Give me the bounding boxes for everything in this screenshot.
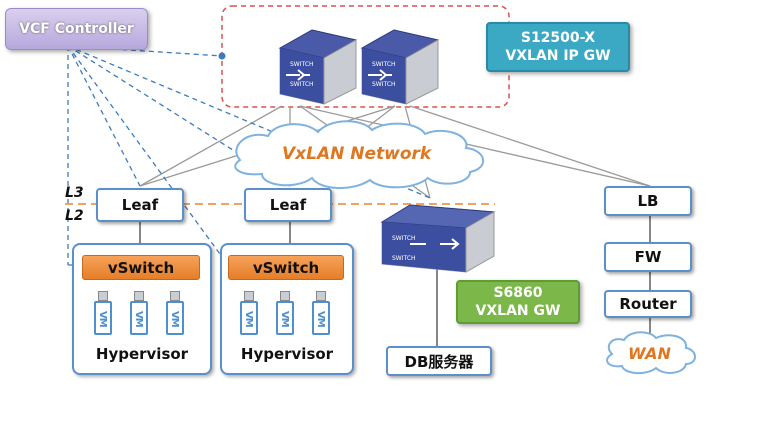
wan-cloud-shape [606, 331, 696, 374]
router-node: Router [604, 290, 692, 318]
core-switch-graphic: SWITCH SWITCH SWITCH SWITCH [278, 29, 440, 105]
vswitch-label: vSwitch [252, 258, 320, 277]
hypervisor-host-2: vSwitch VM VM VM Hypervisor [220, 243, 354, 375]
leaf-label: Leaf [269, 196, 307, 214]
svg-text:SWITCH: SWITCH [372, 61, 396, 68]
vcf-controller-label: VCF Controller [19, 21, 134, 37]
fw-node: FW [604, 242, 692, 272]
lb-node: LB [604, 186, 692, 216]
layer2-label: L2 [65, 208, 84, 224]
vm-icon: VM [276, 301, 294, 335]
vswitch-1: vSwitch [82, 255, 200, 280]
svg-text:SWITCH: SWITCH [290, 81, 314, 88]
vm-icon: VM [94, 301, 112, 335]
router-label: Router [619, 295, 677, 313]
hypervisor-label: Hypervisor [240, 345, 334, 363]
svg-text:SWITCH: SWITCH [392, 255, 416, 262]
core-gateway-label-box: S12500-X VXLAN IP GW [486, 22, 630, 72]
leaf-node-2: Leaf [244, 188, 332, 222]
db-server-label: DB服务器 [404, 352, 474, 371]
vm-icon: VM [166, 301, 184, 335]
lb-label: LB [637, 192, 659, 210]
svg-text:SWITCH: SWITCH [392, 235, 416, 242]
l2-gateway-role: VXLAN GW [475, 303, 561, 319]
hypervisor-host-1: vSwitch VM VM VM Hypervisor [72, 243, 212, 375]
l2-gateway-label-box: S6860 VXLAN GW [456, 280, 580, 324]
l2-gateway-model: S6860 [493, 285, 543, 301]
leaf-node-1: Leaf [96, 188, 184, 222]
l2-gateway-switch-graphic: SWITCH SWITCH [380, 204, 496, 273]
leaf-label: Leaf [121, 196, 159, 214]
vxlan-cloud-shape [234, 120, 484, 190]
core-gateway-model: S12500-X [520, 30, 596, 46]
svg-text:SWITCH: SWITCH [290, 61, 314, 68]
layer3-label: L3 [65, 185, 84, 201]
vcf-controller-node: VCF Controller [5, 8, 148, 50]
vswitch-2: vSwitch [228, 255, 344, 280]
fw-label: FW [634, 248, 662, 266]
svg-text:SWITCH: SWITCH [372, 81, 396, 88]
vswitch-label: vSwitch [107, 258, 175, 277]
hypervisor-label: Hypervisor [95, 345, 189, 363]
vm-icon: VM [240, 301, 258, 335]
db-server-node: DB服务器 [386, 346, 492, 376]
core-gateway-role: VXLAN IP GW [505, 48, 611, 64]
vm-icon: VM [130, 301, 148, 335]
vxlan-network-label: VxLAN Network [282, 144, 432, 164]
wan-label: WAN [628, 344, 671, 363]
vm-icon: VM [312, 301, 330, 335]
